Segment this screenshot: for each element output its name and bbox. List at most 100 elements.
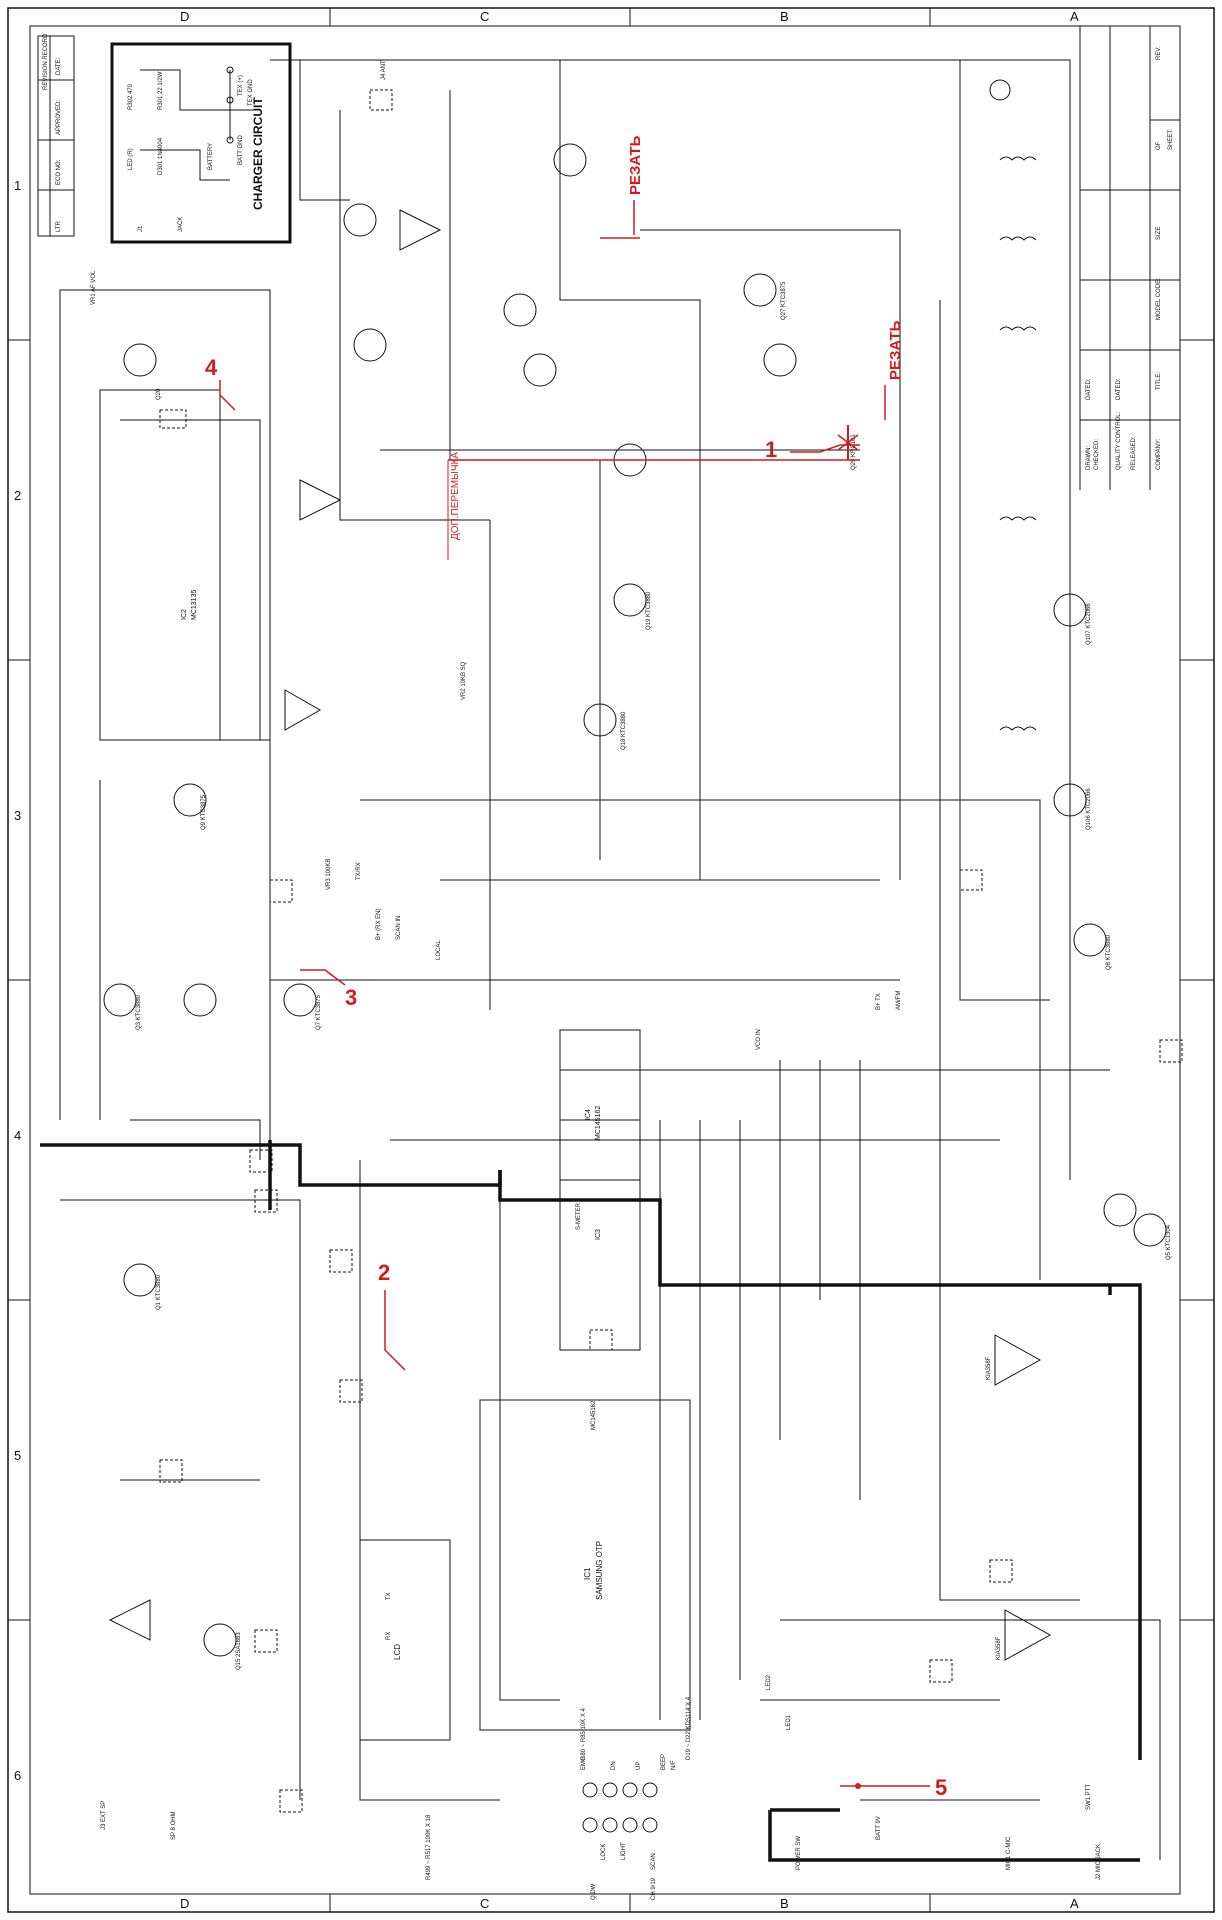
part-label: TX [386,1592,392,1600]
zone-letter: B [780,1896,789,1911]
ic3-body [559,1119,641,1351]
zone-letter: D [180,1896,189,1911]
part-label: VR1 AF VOL [91,270,97,305]
revision-header: REVISION RECORD [43,33,49,90]
part-label: Q7 KTC3875 [316,994,322,1030]
zone-ticks [8,8,1214,1912]
ic2-label: IC2 [181,609,188,620]
key-label: SCAN [651,1853,657,1870]
part-label: Q1 KTC3880 [156,1274,162,1310]
opamp-symbol [284,689,322,731]
part-label: R80 ~ R85 10K X 4 [581,1707,587,1760]
charger-label: TEX (+) [238,75,244,96]
ic-blocks: IC2 MC13135 IC3 IC4 MC145162 IC1 SAMSUNG… [99,209,1052,1741]
charger-label: BATTERY [208,143,214,170]
ic1-label: IC1 [583,1567,592,1580]
ic3-label: IC3 [595,1229,602,1240]
zone-letter: A [1070,1896,1079,1911]
marker-4: 4 [205,355,218,380]
part-label: J4 ANT [381,60,387,80]
charger-label: JACK [178,217,184,232]
key-label: EMG [581,1756,587,1770]
part-label: Q8 KTC3880 [1106,934,1112,970]
part-label: LED1 [786,1714,792,1730]
charger-label: R301 22 1/2W [158,71,164,110]
title-title: TITLE: [1156,372,1162,390]
zone-number: 3 [14,808,21,823]
ic5-name: KIA358F [986,1356,992,1380]
ic6-name: KIA358F [996,1636,1002,1660]
part-label: J3 EXT SP [101,1801,107,1830]
ic1-body [479,1399,691,1731]
part-label: VR2 10KB SQ [461,661,467,700]
part-label: Q15 2SA1683 [236,1632,242,1670]
zone-letter: B [780,9,789,24]
charger-label: LED (R) [128,148,134,170]
ic2-body [99,389,221,741]
opamp-symbol [108,1599,151,1641]
key-label: LOCK [601,1844,607,1860]
opamp-symbol [399,209,442,251]
zone-number: 2 [14,488,21,503]
part-label: S-METER [576,1202,582,1230]
charger-title: CHARGER CIRCUIT [251,97,265,210]
ic4-label: IC4 [585,1109,592,1120]
part-label: Q106 KTC2066 [1086,788,1092,830]
ic4-name: MC145162 [595,1106,602,1140]
jumper-label: ДОП.ПЕРЕМЫЧКА [450,452,461,540]
title-rev: REV: [1156,46,1162,60]
revision-record: REVISION RECORD LTR ECO NO: APPROVED: DA… [37,33,75,237]
transistors [103,143,1167,1657]
revision-col: LTR [56,220,62,232]
title-model: MODEL CODE: [1156,278,1162,320]
cut-label-right: РЕЗАТЬ [887,320,904,380]
title-block: REV: OF SHEET: SIZE MODEL CODE: TITLE: C… [1079,26,1180,490]
part-label: D19 ~ D22 KDS114 X 4 [686,1696,692,1760]
key-label: DN [611,1761,617,1770]
part-label: VCO IN [756,1029,762,1050]
part-label: SP 8 OHM [171,1811,177,1840]
part-label: LOCAL [436,940,442,960]
wiring [59,59,1161,1860]
lcd-label: LCD [393,1644,402,1660]
charger-circuit-box: CHARGER CIRCUIT TEX (+) TEX GND BATT GND… [110,42,292,244]
key-label: UP [636,1762,642,1770]
title-size: SIZE [1156,227,1162,240]
charger-label: R302 470 [128,83,134,110]
marker-3: 3 [345,985,357,1010]
title-dated: DATED: [1086,378,1092,400]
part-label: LED2 [766,1674,772,1690]
part-label: VR3 100KB [326,859,332,890]
ic2-name: MC13135 [191,590,198,620]
revision-col: ECO NO: [56,159,62,185]
zone-letter: C [480,9,489,24]
zone-number: 6 [14,1768,21,1783]
zone-letter: A [1070,9,1079,24]
key-switches [582,1782,658,1833]
key-label: LIGHT [621,1842,627,1860]
ic5-symbol [994,1334,1042,1386]
part-label: Q107 KTC2066 [1086,603,1092,645]
ic1-name: SAMSUNG OTP [595,1541,604,1600]
revision-col: APPROVED: [56,100,62,135]
charger-label: D301 1N4004 [158,137,164,175]
part-label: B+ (RX EN) [376,908,382,940]
title-released: RELEASED: [1131,436,1137,470]
key-label: CH 9/19 [651,1877,657,1900]
key-label: N/F [671,1760,677,1770]
charger-label: J1 [138,225,144,232]
zone-number: 1 [14,178,21,193]
ic6-symbol [1004,1609,1052,1661]
part-label: Q20 [156,388,162,400]
title-company: COMPANY: [1156,438,1162,470]
ic4-body [559,1029,641,1181]
title-sheet: SHEET: [1168,129,1174,150]
part-label: Q19 KTC3880 [646,591,652,630]
part-label: TX/RX [356,862,362,880]
part-label: Q18 KTC3880 [621,711,627,750]
part-label: Q9 KTC3875 [201,794,207,830]
title-checked: CHECKED: [1094,439,1100,470]
part-label: SCAN IN [396,916,402,940]
lcd-body [359,1539,451,1741]
